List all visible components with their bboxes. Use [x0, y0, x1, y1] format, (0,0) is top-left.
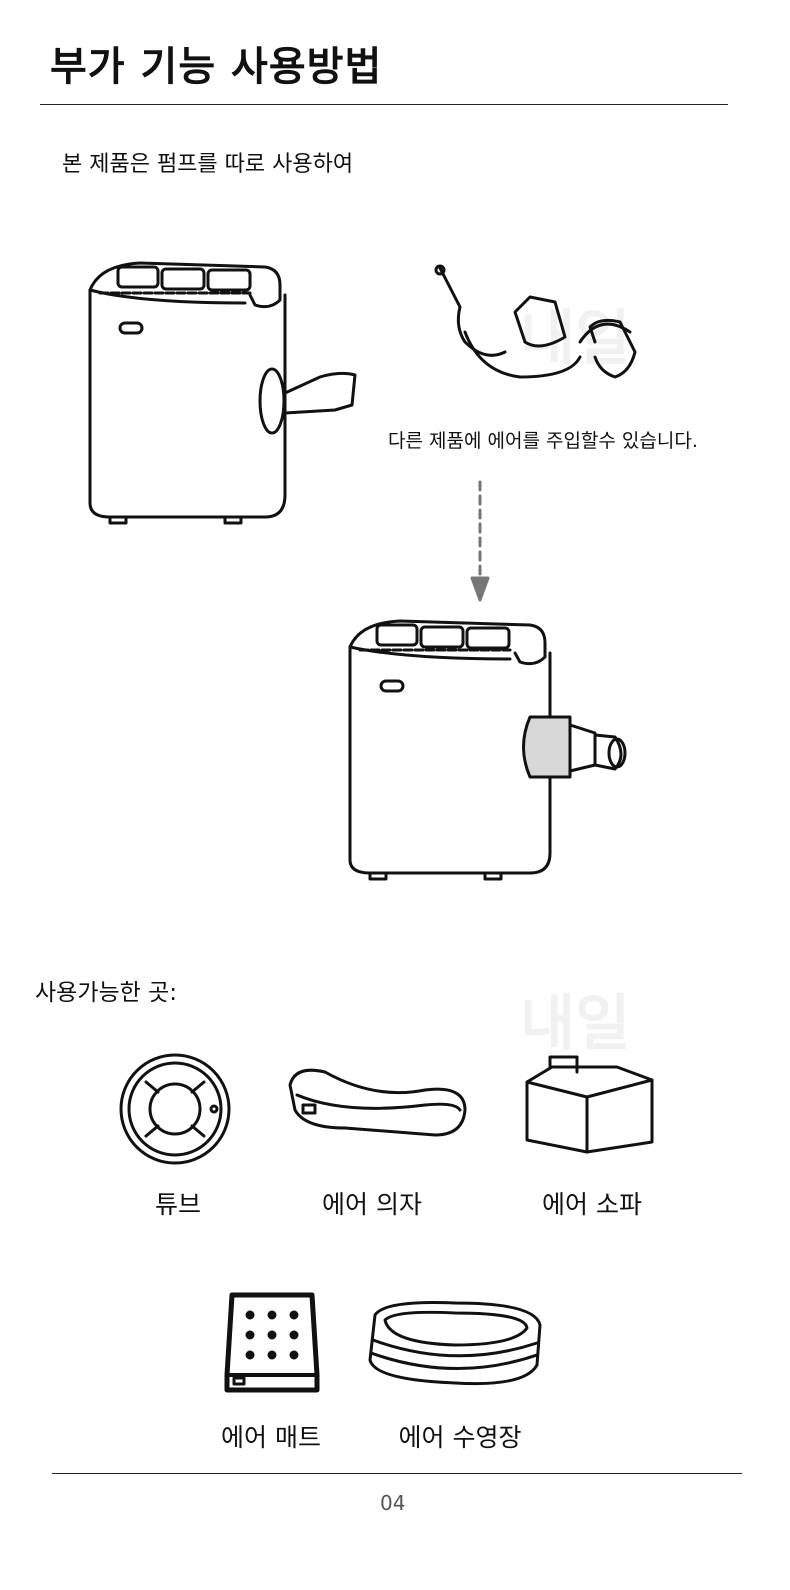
footer-divider [52, 1473, 742, 1474]
air-pool-icon [368, 1301, 542, 1386]
item-label: 에어 소파 [542, 1190, 642, 1219]
item-label: 튜브 [154, 1190, 201, 1219]
usable-places-label: 사용가능한 곳: [35, 980, 178, 1006]
nozzles-illustration [434, 264, 637, 379]
title-divider [40, 104, 728, 105]
item-label: 에어 매트 [221, 1423, 321, 1452]
pump-with-nozzle-illustration [348, 619, 627, 881]
arrow-down-icon [470, 480, 490, 602]
air-sofa-icon [525, 1055, 654, 1154]
page-title: 부가 기능 사용방법 [50, 44, 383, 90]
watermark: 내일 [520, 989, 631, 1059]
air-mattress-icon [224, 1292, 320, 1393]
swim-ring-icon [119, 1053, 231, 1165]
item-label: 에어 의자 [322, 1190, 422, 1219]
nozzle-caption: 다른 제품에 에어를 주입할수 있습니다. [388, 430, 698, 452]
air-chair-icon [288, 1068, 467, 1137]
pump-with-cap-illustration [88, 261, 357, 525]
item-label: 에어 수영장 [398, 1423, 522, 1452]
page-number: 04 [380, 1491, 406, 1515]
intro-text: 본 제품은 펌프를 따로 사용하여 [62, 152, 354, 177]
